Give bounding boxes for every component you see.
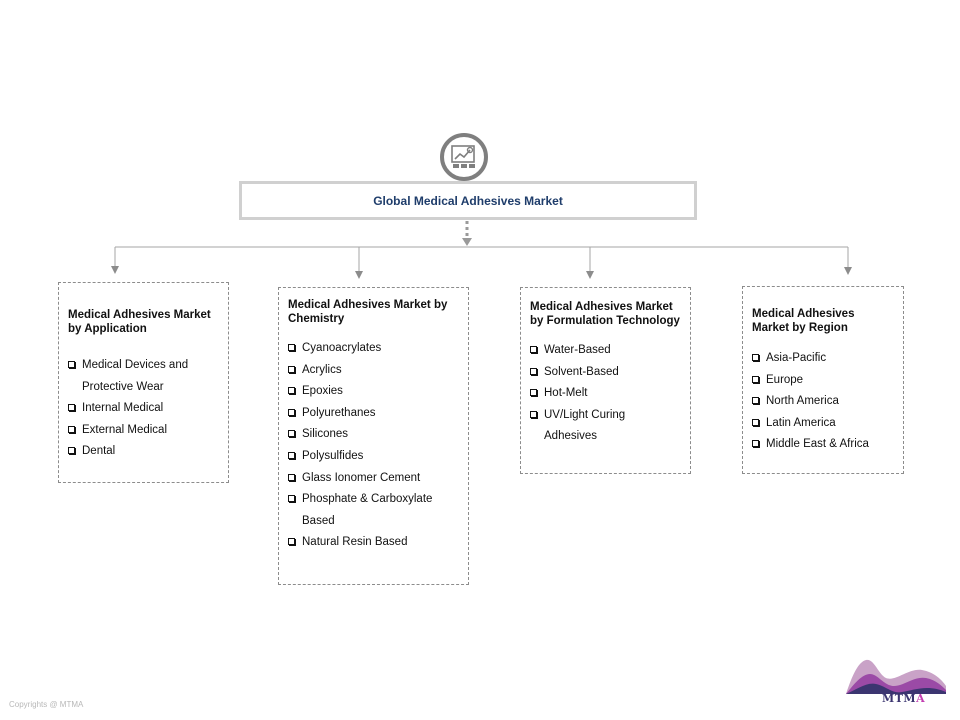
root-arrowhead: [462, 238, 472, 246]
list-item-label: Acrylics: [302, 363, 342, 376]
checkbox-bullet-icon: [752, 375, 759, 383]
list-item-label: Internal Medical: [82, 402, 164, 415]
list-item: Medical Devices and Protective Wear: [68, 355, 219, 398]
checkbox-bullet-icon: [288, 387, 295, 395]
list-item: Polysulfides: [288, 446, 459, 468]
logo-wordmark: MTMA: [882, 692, 926, 705]
list-item: Cyanoacrylates: [288, 338, 459, 360]
list-item-label: External Medical: [82, 423, 168, 436]
list-item-label: Cyanoacrylates: [302, 342, 382, 354]
checkbox-bullet-icon: [288, 344, 295, 351]
checkbox-bullet-icon: [530, 367, 537, 375]
segment-title: Medical Adhesives Market by Application: [68, 309, 211, 335]
list-item: Dental: [68, 441, 219, 463]
checkbox-bullet-icon: [530, 410, 537, 418]
branch-arrow-formulation: [586, 271, 594, 279]
segment-title: Medical Adhesives Market by Region: [752, 308, 855, 334]
checkbox-bullet-icon: [288, 365, 295, 373]
market-chart-icon: [440, 133, 488, 181]
branch-arrow-region: [844, 267, 852, 275]
root-node: Global Medical Adhesives Market: [239, 181, 697, 220]
list-item: Latin America: [752, 413, 894, 435]
checkbox-bullet-icon: [752, 354, 759, 361]
checkbox-bullet-icon: [68, 425, 75, 433]
list-item: North America: [752, 391, 894, 413]
list-item-label: Hot-Melt: [544, 387, 588, 400]
list-item-label: Dental: [82, 445, 116, 458]
checkbox-bullet-icon: [530, 389, 537, 397]
copyright-text: Copyrights @ MTMA: [9, 700, 84, 709]
checkbox-bullet-icon: [288, 473, 295, 481]
segment-formulation-box: Medical Adhesives Market by Formulation …: [520, 287, 691, 474]
list-item: Acrylics: [288, 360, 459, 382]
list-item: Epoxies: [288, 381, 459, 403]
list-item: Natural Resin Based: [288, 532, 459, 554]
segment-item-list: Cyanoacrylates Acrylics Epoxies Polyuret…: [288, 338, 459, 554]
list-item-label: Polysulfides: [302, 449, 364, 462]
list-item-label: UV/Light Curing Adhesives: [544, 408, 626, 443]
checkbox-bullet-icon: [752, 418, 759, 426]
list-item: Internal Medical: [68, 398, 219, 420]
mtma-logo: MTMA: [842, 656, 950, 712]
checkbox-bullet-icon: [288, 538, 295, 546]
segment-item-list: Medical Devices and Protective Wear Inte…: [68, 355, 219, 463]
checkbox-bullet-icon: [68, 447, 75, 455]
list-item: External Medical: [68, 420, 219, 442]
list-item-label: Polyurethanes: [302, 406, 376, 419]
list-item: Glass Ionomer Cement: [288, 468, 459, 490]
list-item: Europe: [752, 370, 894, 392]
list-item: Asia-Pacific: [752, 348, 894, 370]
checkbox-bullet-icon: [288, 495, 295, 503]
checkbox-bullet-icon: [288, 451, 295, 459]
segment-item-list: Water-Based Solvent-Based Hot-Melt UV/Li…: [530, 340, 681, 448]
list-item: Solvent-Based: [530, 362, 681, 384]
segment-application-box: Medical Adhesives Market by Application …: [58, 282, 229, 483]
list-item-label: Natural Resin Based: [302, 536, 408, 549]
checkbox-bullet-icon: [530, 346, 537, 353]
list-item-label: Water-Based: [544, 344, 611, 356]
list-item-label: Latin America: [766, 416, 836, 429]
segment-region-box: Medical Adhesives Market by Region Asia-…: [742, 286, 904, 474]
branch-arrow-application: [111, 266, 119, 274]
list-item: Phosphate & Carboxylate Based: [288, 489, 459, 532]
list-item: Hot-Melt: [530, 383, 681, 405]
checkbox-bullet-icon: [288, 430, 295, 438]
list-item: UV/Light Curing Adhesives: [530, 405, 654, 448]
list-item-label: Epoxies: [302, 385, 343, 398]
list-item-label: Middle East & Africa: [766, 438, 869, 451]
list-item-label: North America: [766, 395, 839, 408]
checkbox-bullet-icon: [288, 408, 295, 416]
list-item-label: Europe: [766, 373, 804, 386]
branch-arrow-chemistry: [355, 271, 363, 279]
list-item: Polyurethanes: [288, 403, 459, 425]
segment-chemistry-box: Medical Adhesives Market by Chemistry Cy…: [278, 287, 469, 585]
list-item: Silicones: [288, 424, 459, 446]
list-item-label: Asia-Pacific: [766, 352, 827, 364]
checkbox-bullet-icon: [752, 397, 759, 405]
logo-mountain-icon: [846, 659, 946, 694]
list-item-label: Medical Devices and Protective Wear: [82, 359, 189, 393]
list-item: Water-Based: [530, 340, 681, 362]
list-item-label: Silicones: [302, 428, 349, 441]
list-item-label: Phosphate & Carboxylate Based: [302, 493, 433, 527]
segment-title: Medical Adhesives Market by Formulation …: [530, 301, 680, 327]
checkbox-bullet-icon: [68, 361, 75, 368]
checkbox-bullet-icon: [752, 440, 759, 448]
segment-title: Medical Adhesives Market by Chemistry: [288, 299, 448, 325]
list-item-label: Glass Ionomer Cement: [302, 471, 421, 484]
list-item-label: Solvent-Based: [544, 365, 619, 378]
list-item: Middle East & Africa: [752, 434, 894, 456]
checkbox-bullet-icon: [68, 404, 75, 412]
segment-item-list: Asia-Pacific Europe North America Latin …: [752, 348, 894, 456]
root-title: Global Medical Adhesives Market: [373, 193, 563, 208]
